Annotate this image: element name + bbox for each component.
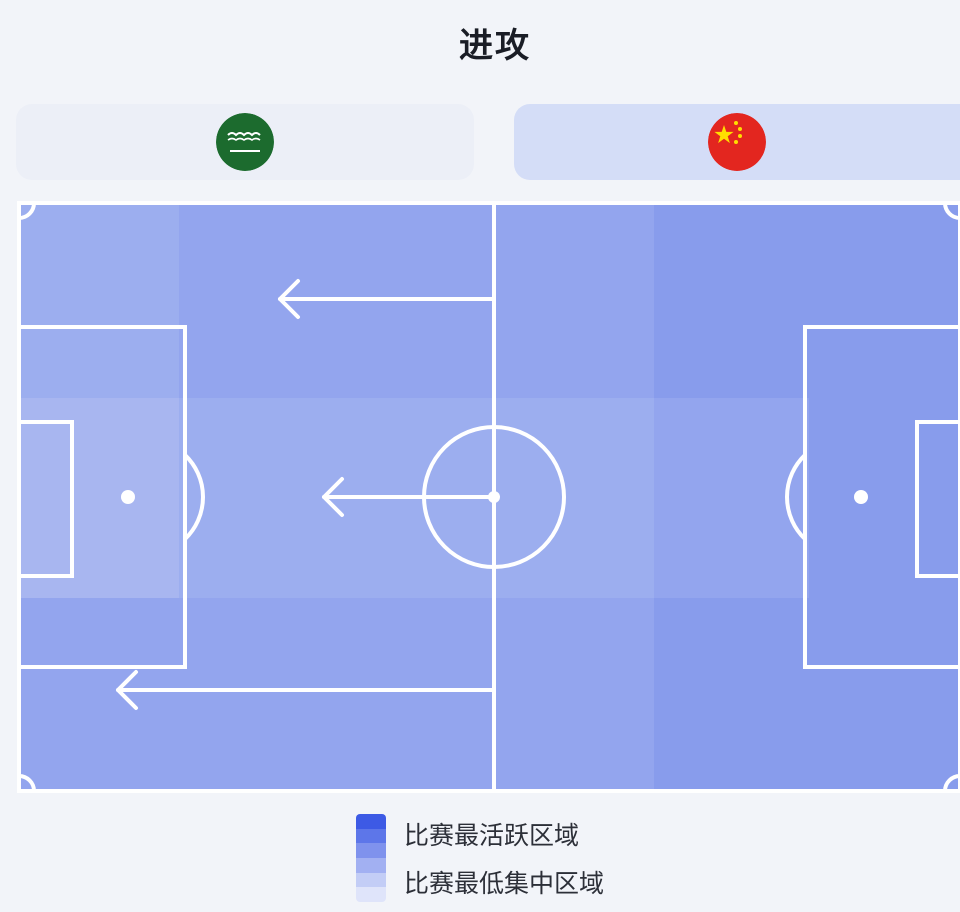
corner-arc-bottom-right [943,774,960,792]
corner-arc-top-right [943,202,960,220]
heat-zone-r2-c5 [654,398,809,598]
heat-zone-r3-c5 [654,598,809,791]
pitch-heatmap [16,200,960,794]
legend-scale-step-2 [356,828,386,844]
legend-least-active-label: 比赛最低集中区域 [404,869,605,898]
pitch-svg [17,201,960,793]
right-penalty-area [803,325,960,669]
attack-arrow-top-head [278,279,300,319]
heat-zone-r3-c2 [179,598,334,791]
right-penalty-arc [785,453,807,541]
heat-zone-r3-c3 [334,598,494,791]
china-flag-icon [708,113,766,171]
heat-zone-r1-c5 [654,203,809,398]
legend-scale-step-1 [356,814,386,829]
heat-zone-r2-c6 [809,398,960,598]
attack-arrow-bottom-head [116,670,138,710]
legend-color-scale [356,814,386,902]
legend-scale-step-6 [356,887,386,902]
team-tab-saudi-arabia[interactable] [16,104,474,180]
attack-arrow-center-head [322,477,344,517]
heat-zone-r3-c4 [494,598,654,791]
team-tab-china[interactable] [514,104,960,180]
heat-zone-r1-c4 [494,203,654,398]
heat-zone-r3-c6 [809,598,960,791]
legend-scale-step-4 [356,858,386,873]
legend-most-active-label: 比赛最活跃区域 [404,821,580,850]
right-goal-area [915,420,960,578]
heat-zone-r2-c4 [494,398,654,598]
heat-zone-r1-c1 [19,203,179,398]
saudi-arabia-flag-icon [216,113,274,171]
heat-zone-r3-c1 [19,598,179,791]
corner-arc-bottom-left [18,774,36,792]
legend-scale-step-3 [356,843,386,859]
page-title: 进攻 [459,26,531,66]
heat-zone-r2-c1 [19,398,179,598]
right-penalty-spot [854,490,868,504]
left-goal-area [17,420,74,578]
left-penalty-spot [121,490,135,504]
heat-legend: 比赛最活跃区域 比赛最低集中区域 [356,814,656,904]
corner-arc-top-left [18,202,36,220]
legend-scale-step-5 [356,872,386,888]
heat-zone-r1-c6 [809,203,960,398]
left-penalty-arc [183,453,205,541]
